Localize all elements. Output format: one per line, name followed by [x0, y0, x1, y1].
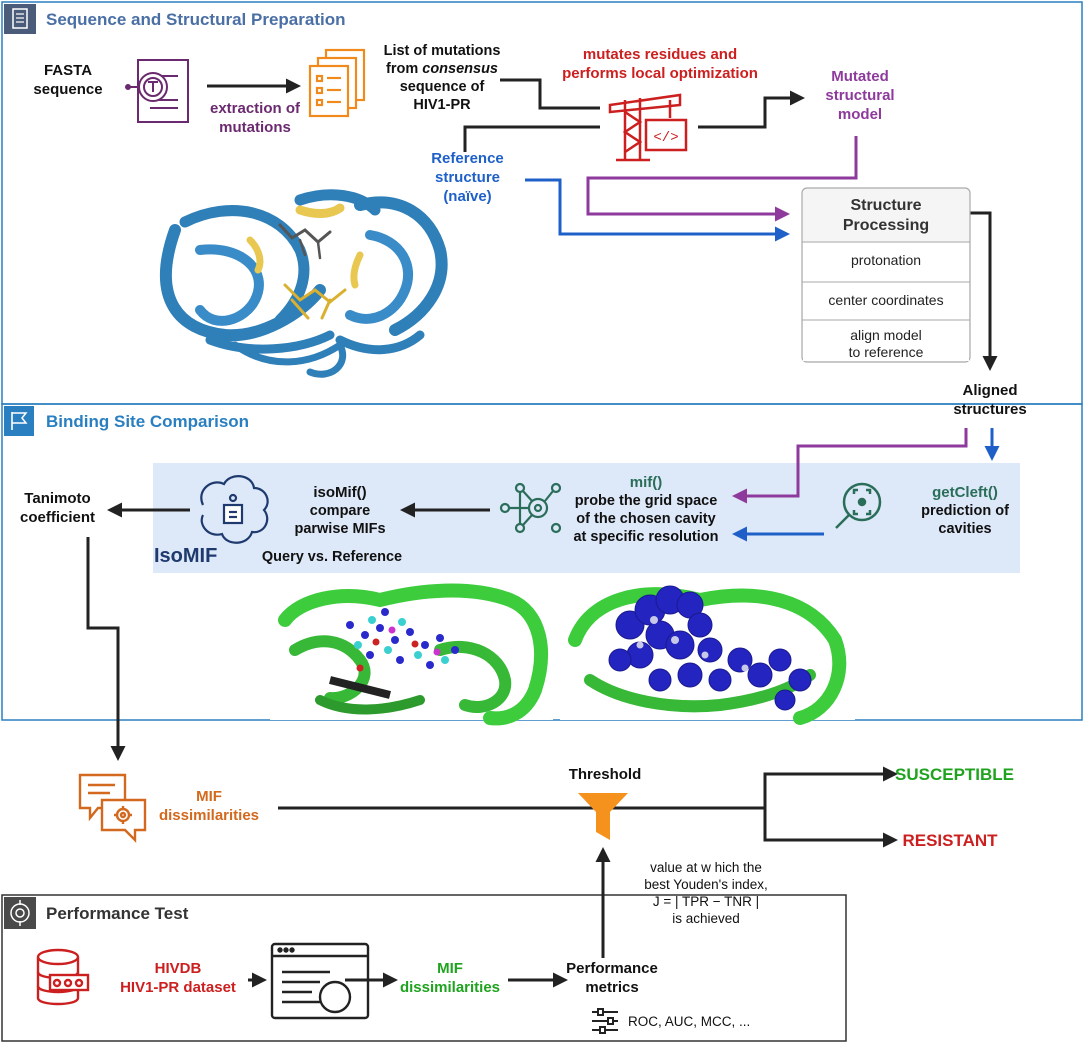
crane-code-icon: </>: [608, 93, 688, 162]
fasta-label: FASTA sequence: [33, 62, 103, 98]
binding-band: [153, 463, 1020, 573]
document-icon: [4, 4, 36, 34]
arrow-crane-to-model: [698, 90, 805, 129]
structure-processing-box: [801, 187, 971, 363]
isomif-logo: IsoMIF: [154, 545, 218, 567]
line-list-to-crane: [500, 78, 600, 110]
target-icon: [4, 897, 36, 929]
mif-title: mif(): [629, 474, 663, 491]
extraction-label: extraction of mutations: [209, 100, 300, 136]
section-title-perf: Performance Test: [46, 904, 189, 923]
performance-metrics-label: Performance metrics: [566, 960, 658, 996]
resistant-label: RESISTANT: [902, 831, 998, 850]
threshold-note: value at w hich the best Youden's index,…: [644, 860, 768, 926]
hivdb-label: HIVDB HIV1-PR dataset: [120, 960, 236, 996]
getcleft-desc: prediction of cavities: [921, 503, 1009, 538]
svg-text:</>: </>: [653, 130, 678, 146]
fasta-document-icon: [125, 59, 189, 123]
mutation-list-label: List of mutations from consensus sequenc…: [383, 43, 501, 114]
arrow-processing-to-aligned: [970, 211, 998, 371]
protein-mif-image: [270, 580, 553, 726]
arrow-model-to-processing: [586, 136, 858, 222]
protein-cavity-image: [560, 580, 855, 725]
reference-structure-label: Reference structure (naïve): [431, 150, 504, 205]
database-icon: [36, 948, 90, 1006]
mutates-label: mutates residues and performs local opti…: [562, 46, 758, 82]
isomif-title: isoMif(): [313, 484, 367, 501]
arrow-aligned-to-mif: [732, 428, 968, 504]
processing-step-align: align model to reference: [848, 327, 924, 360]
tanimoto-label: Tanimoto coefficient: [19, 490, 95, 526]
getcleft-title: getCleft(): [932, 484, 998, 501]
mif-dissimilarities-label: MIF dissimilarities: [158, 788, 260, 824]
list-icon: [308, 48, 366, 118]
network-gear-icon: [499, 482, 562, 534]
processing-step-center: center coordinates: [828, 292, 944, 308]
chip-icon: [200, 475, 269, 544]
sliders-icon: [592, 1008, 618, 1034]
perf-mif-dissimilarities-label: MIF dissimilarities: [399, 960, 501, 996]
query-vs-reference: Query vs. Reference: [261, 549, 403, 565]
funnel-icon: [578, 793, 628, 840]
aligned-structures-label: Aligned structures: [953, 382, 1027, 418]
flag-icon: [4, 406, 34, 436]
metric-list-label: ROC, AUC, MCC, ...: [628, 1014, 751, 1029]
processing-header: Structure Processing: [842, 197, 930, 234]
isomif-desc: compare parwise MIFs: [294, 503, 386, 538]
perf-section-frame: [1, 894, 847, 1042]
mif-desc: probe the grid space of the chosen cavit…: [573, 493, 719, 546]
susceptible-label: SUSCEPTIBLE: [895, 765, 1015, 784]
chat-gear-icon: [78, 773, 147, 843]
arrow-to-resistant: [763, 808, 898, 848]
processing-step-protonation: protonation: [850, 252, 922, 268]
arrow-ref-to-processing: [525, 178, 790, 242]
line-ref-to-crane: [463, 125, 600, 152]
section-title-prep: Sequence and Structural Preparation: [46, 10, 346, 29]
magnifier-icon: [835, 482, 882, 529]
arrow-tanimoto-to-mif: [86, 537, 126, 761]
section-title-binding: Binding Site Comparison: [46, 412, 250, 431]
mutated-model-label: Mutated structural model: [825, 68, 895, 123]
protein-structure-blue: [159, 189, 448, 378]
threshold-label: Threshold: [568, 766, 642, 783]
screen-icon: [270, 942, 370, 1020]
arrow-to-susceptible: [763, 766, 898, 808]
